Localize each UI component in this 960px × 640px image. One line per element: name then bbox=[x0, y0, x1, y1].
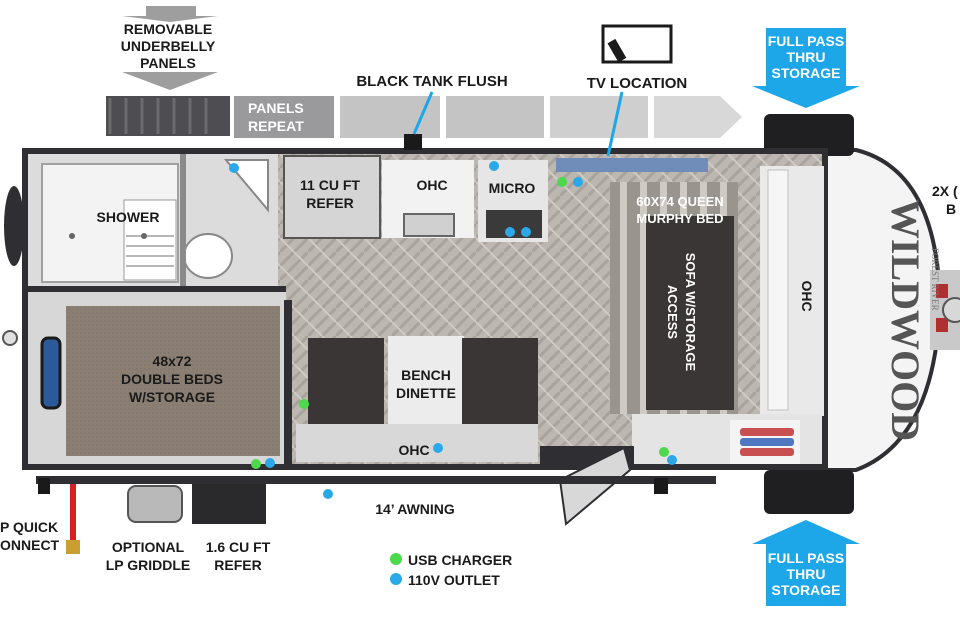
black-tank-label: BLACK TANK FLUSH bbox=[356, 73, 507, 90]
underbelly-down-arrow-icon bbox=[122, 72, 218, 90]
outlet-marker bbox=[229, 163, 239, 173]
tv-icon bbox=[601, 24, 673, 64]
sofa-label-2: ACCESS bbox=[665, 285, 680, 340]
small-refer bbox=[192, 484, 266, 524]
lp-quick-label-2: ONNECT bbox=[0, 537, 60, 553]
kitchen bbox=[283, 155, 708, 242]
legend-usb-label: USB CHARGER bbox=[408, 552, 512, 568]
refer-label-2: REFER bbox=[306, 195, 353, 211]
pass-thru-top-1: FULL PASS bbox=[768, 33, 845, 49]
underbelly-label-1: REMOVABLE bbox=[124, 21, 212, 37]
pass-thru-top-3: STORAGE bbox=[772, 65, 841, 81]
pass-thru-top-arrow-icon bbox=[752, 28, 860, 108]
brand-sub: FOREST RIVER bbox=[930, 248, 940, 311]
kitchen-ohc-label: OHC bbox=[416, 177, 447, 193]
legend: USB CHARGER 110V OUTLET bbox=[390, 552, 512, 588]
dinette-label-2: DINETTE bbox=[396, 385, 456, 401]
murphy-label-2: MURPHY BED bbox=[636, 211, 723, 226]
legend-outlet-dot bbox=[390, 573, 402, 585]
legend-outlet-label: 110V OUTLET bbox=[408, 572, 500, 588]
sofa-label-1: SOFA W/STORAGE bbox=[683, 253, 698, 372]
usb-marker bbox=[557, 177, 567, 187]
beds-label-1: 48x72 bbox=[153, 353, 192, 369]
outlet-marker bbox=[323, 489, 333, 499]
usb-marker bbox=[251, 459, 261, 469]
power-markers bbox=[229, 161, 677, 499]
outlet-marker bbox=[265, 458, 275, 468]
dinette-label-1: BENCH bbox=[401, 367, 451, 383]
pass-thru-top-2: THRU bbox=[787, 49, 826, 65]
front-top-pad bbox=[764, 114, 854, 156]
beds-label-2: DOUBLE BEDS bbox=[121, 371, 223, 387]
front-cap bbox=[822, 148, 960, 472]
lp-quick-label-1: P QUICK bbox=[0, 519, 58, 535]
shower-label: SHOWER bbox=[97, 209, 160, 225]
legend-usb-dot bbox=[390, 553, 402, 565]
front-batt-label-2: B bbox=[946, 201, 956, 217]
tv-location-label: TV LOCATION bbox=[587, 75, 688, 92]
pass-thru-bottom-3: STORAGE bbox=[772, 582, 841, 598]
exterior-bottom bbox=[2, 330, 716, 554]
small-refer-label-2: REFER bbox=[214, 557, 261, 573]
outlet-marker bbox=[489, 161, 499, 171]
underbelly-label-2: UNDERBELLY bbox=[121, 38, 216, 54]
small-refer-label-1: 1.6 CU FT bbox=[206, 539, 271, 555]
lp-line bbox=[70, 484, 76, 542]
underbelly-arrow-icon bbox=[122, 6, 218, 22]
rear-bumper bbox=[4, 186, 24, 266]
dinette-ohc-label: OHC bbox=[398, 442, 429, 458]
bedroom bbox=[28, 292, 292, 464]
outlet-marker bbox=[667, 455, 677, 465]
beds-label-3: W/STORAGE bbox=[129, 389, 215, 405]
front-storage bbox=[632, 166, 824, 464]
underbelly-panel-strip bbox=[106, 96, 742, 138]
underbelly-label-3: PANELS bbox=[140, 55, 196, 71]
panels-repeat-label-2: REPEAT bbox=[248, 118, 304, 134]
labels: REMOVABLE UNDERBELLY PANELS PANELS REPEA… bbox=[0, 21, 958, 598]
lp-griddle-label-1: OPTIONAL bbox=[112, 539, 185, 555]
pass-thru-bottom-arrow-icon bbox=[752, 520, 860, 606]
entry-door bbox=[540, 446, 634, 526]
pass-thru-bottom-2: THRU bbox=[787, 566, 826, 582]
refer-label-1: 11 CU FT bbox=[300, 177, 360, 193]
awning-label: 14’ AWNING bbox=[375, 501, 455, 517]
black-tank-flush-port bbox=[404, 134, 422, 150]
outlet-marker bbox=[433, 443, 443, 453]
bathroom bbox=[28, 154, 286, 292]
rear-window bbox=[40, 336, 62, 410]
dinette bbox=[296, 336, 538, 462]
panels-repeat-label-1: PANELS bbox=[248, 100, 304, 116]
front-ohc-label: OHC bbox=[799, 280, 815, 311]
murphy-label-1: 60X74 QUEEN bbox=[636, 194, 723, 209]
outlet-marker bbox=[573, 177, 583, 187]
micro-label: MICRO bbox=[489, 180, 536, 196]
brand-logo: WILDWOOD bbox=[883, 199, 928, 441]
lp-griddle-label-2: LP GRIDDLE bbox=[106, 557, 191, 573]
lp-griddle bbox=[127, 485, 183, 523]
murphy-bed bbox=[610, 182, 738, 414]
pass-thru-bottom-1: FULL PASS bbox=[768, 550, 845, 566]
toilet-icon bbox=[183, 233, 233, 279]
usb-marker bbox=[299, 399, 309, 409]
front-bottom-pad bbox=[764, 470, 854, 514]
usb-marker bbox=[659, 447, 669, 457]
front-batt-label-1: 2X ( bbox=[932, 183, 958, 199]
